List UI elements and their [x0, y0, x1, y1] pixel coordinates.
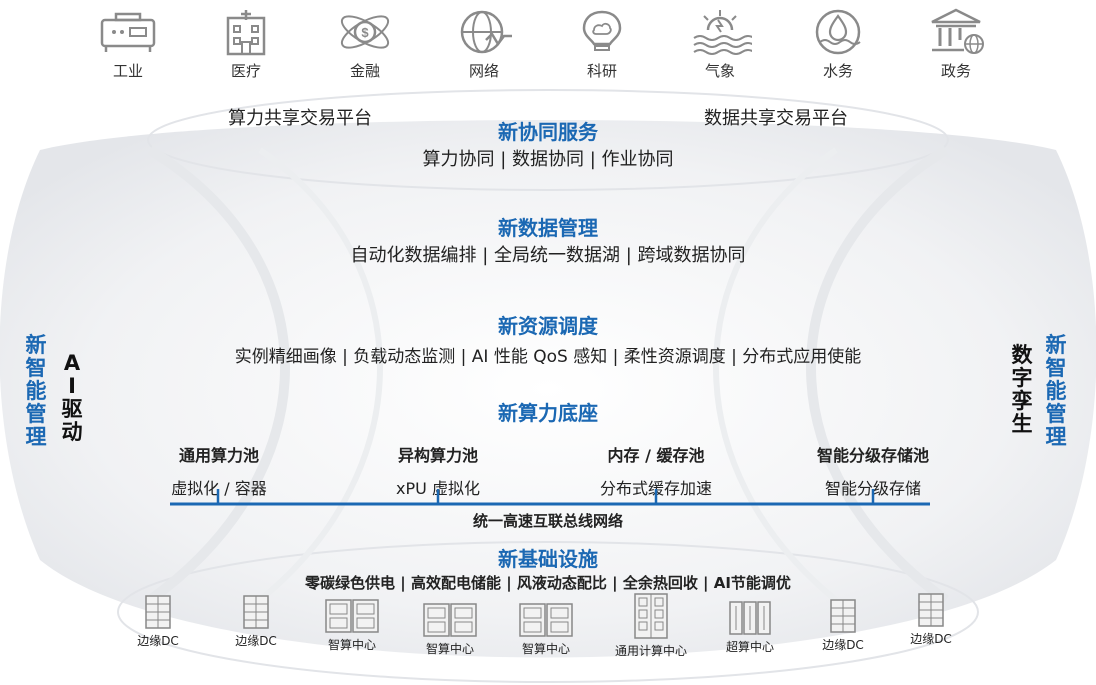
right-digital-twin: 数字孪生	[1010, 344, 1034, 436]
pool-subtitle: 智能分级存储	[824, 479, 921, 498]
resource-scheduling-items: 实例精细画像 | 负载动态监测 | AI 性能 QoS 感知 | 柔性资源调度 …	[234, 347, 862, 367]
pool-title: 智能分级存储池	[816, 446, 929, 465]
infrastructure-items: 零碳绿色供电 | 高效配电储能 | 风液动态配比 | 全余热回收 | AI节能调…	[305, 574, 791, 592]
industry-label: 气象	[704, 62, 735, 80]
industry-item: 医疗	[206, 8, 286, 81]
industrial-machine-icon	[100, 12, 156, 52]
datacenter-label: 超算中心	[725, 640, 774, 654]
datacenter-label: 智算中心	[327, 638, 376, 652]
datacenter-item: 智算中心	[501, 602, 591, 657]
industry-label: 工业	[112, 62, 143, 80]
datacenter-label: 智算中心	[521, 642, 570, 656]
datacenter-item: 边缘DC	[798, 598, 888, 653]
pool-subtitle: 虚拟化 / 容器	[171, 479, 267, 498]
collab-service-items: 算力协同 | 数据协同 | 作业协同	[422, 149, 674, 170]
compute-pool: 智能分级存储池 智能分级存储	[788, 442, 958, 499]
industry-label: 政务	[940, 62, 971, 80]
finance-coin-icon: $	[340, 15, 390, 49]
industry-item: 工业	[88, 8, 168, 81]
industry-label: 医疗	[230, 62, 261, 80]
supercomputer-icon	[729, 601, 771, 635]
infrastructure-title: 新基础设施	[498, 547, 598, 571]
datacenter-item: 智算中心	[307, 598, 397, 653]
research-bulb-icon	[582, 10, 622, 51]
resource-scheduling-title: 新资源调度	[498, 314, 598, 338]
compute-base-title: 新算力底座	[498, 401, 598, 425]
edge-rack-icon	[243, 595, 269, 629]
compute-pool: 通用算力池 虚拟化 / 容器	[134, 442, 304, 499]
industry-item: $ 金融	[325, 8, 405, 81]
compute-pool: 内存 / 缓存池 分布式缓存加速	[571, 442, 741, 499]
pool-subtitle: xPU 虚拟化	[396, 479, 480, 498]
industry-label: 金融	[349, 62, 380, 80]
right-intelligent-management: 新智能管理	[1044, 334, 1068, 449]
industry-item: 科研	[562, 8, 642, 81]
pool-subtitle: 分布式缓存加速	[599, 479, 712, 498]
datacenter-item: 智算中心	[405, 602, 495, 657]
ai-dc-icon	[325, 599, 379, 633]
industry-item: 政务	[916, 8, 996, 81]
industry-item: 网络	[444, 8, 524, 81]
ai-dc-icon	[519, 603, 573, 637]
industry-label: 科研	[586, 62, 617, 80]
datacenter-item: 边缘DC	[211, 594, 301, 649]
pool-title: 异构算力池	[397, 446, 478, 465]
edge-rack-icon	[145, 595, 171, 629]
datacenter-item: 通用计算中心	[606, 592, 696, 659]
data-management-title: 新数据管理	[498, 216, 598, 240]
datacenter-label: 边缘DC	[910, 632, 952, 646]
datacenter-item: 超算中心	[705, 600, 795, 655]
datacenter-item: 边缘DC	[886, 592, 976, 647]
data-management-items: 自动化数据编排 | 全局统一数据湖 | 跨域数据协同	[350, 245, 746, 266]
pool-title: 内存 / 缓存池	[607, 446, 705, 465]
interconnect-bus-line	[170, 489, 930, 506]
vertical-text: 数字孪生	[1011, 343, 1033, 436]
government-building-icon	[931, 8, 984, 54]
vertical-text: 新智能管理	[1045, 333, 1067, 449]
industry-item: 气象	[680, 8, 760, 81]
weather-icon	[693, 10, 752, 55]
hospital-icon	[226, 10, 266, 56]
network-globe-icon	[460, 10, 512, 54]
edge-rack-icon	[830, 599, 856, 633]
general-dc-icon	[634, 593, 668, 639]
collab-service-title: 新协同服务	[498, 120, 598, 144]
left-intelligent-management: 新智能管理	[24, 334, 48, 449]
interconnect-bus-label: 统一高速互联总线网络	[472, 512, 623, 530]
datacenter-item: 边缘DC	[113, 594, 203, 649]
edge-rack-icon	[918, 593, 944, 627]
datacenter-label: 边缘DC	[822, 638, 864, 652]
svg-text:$: $	[361, 25, 369, 40]
datacenter-label: 边缘DC	[137, 634, 179, 648]
ai-dc-icon	[423, 603, 477, 637]
compute-trading-platform: 算力共享交易平台	[228, 108, 372, 129]
water-drop-icon	[815, 9, 861, 55]
datacenter-label: 边缘DC	[235, 634, 277, 648]
industry-label: 网络	[468, 62, 499, 80]
vertical-text: 新智能管理	[25, 333, 47, 449]
compute-pool: 异构算力池 xPU 虚拟化	[353, 442, 523, 499]
datacenter-label: 智算中心	[425, 642, 474, 656]
datacenter-label: 通用计算中心	[614, 644, 687, 658]
pool-title: 通用算力池	[178, 446, 259, 465]
industry-label: 水务	[822, 62, 853, 80]
industry-item: 水务	[798, 8, 878, 81]
data-trading-platform: 数据共享交易平台	[704, 108, 848, 129]
